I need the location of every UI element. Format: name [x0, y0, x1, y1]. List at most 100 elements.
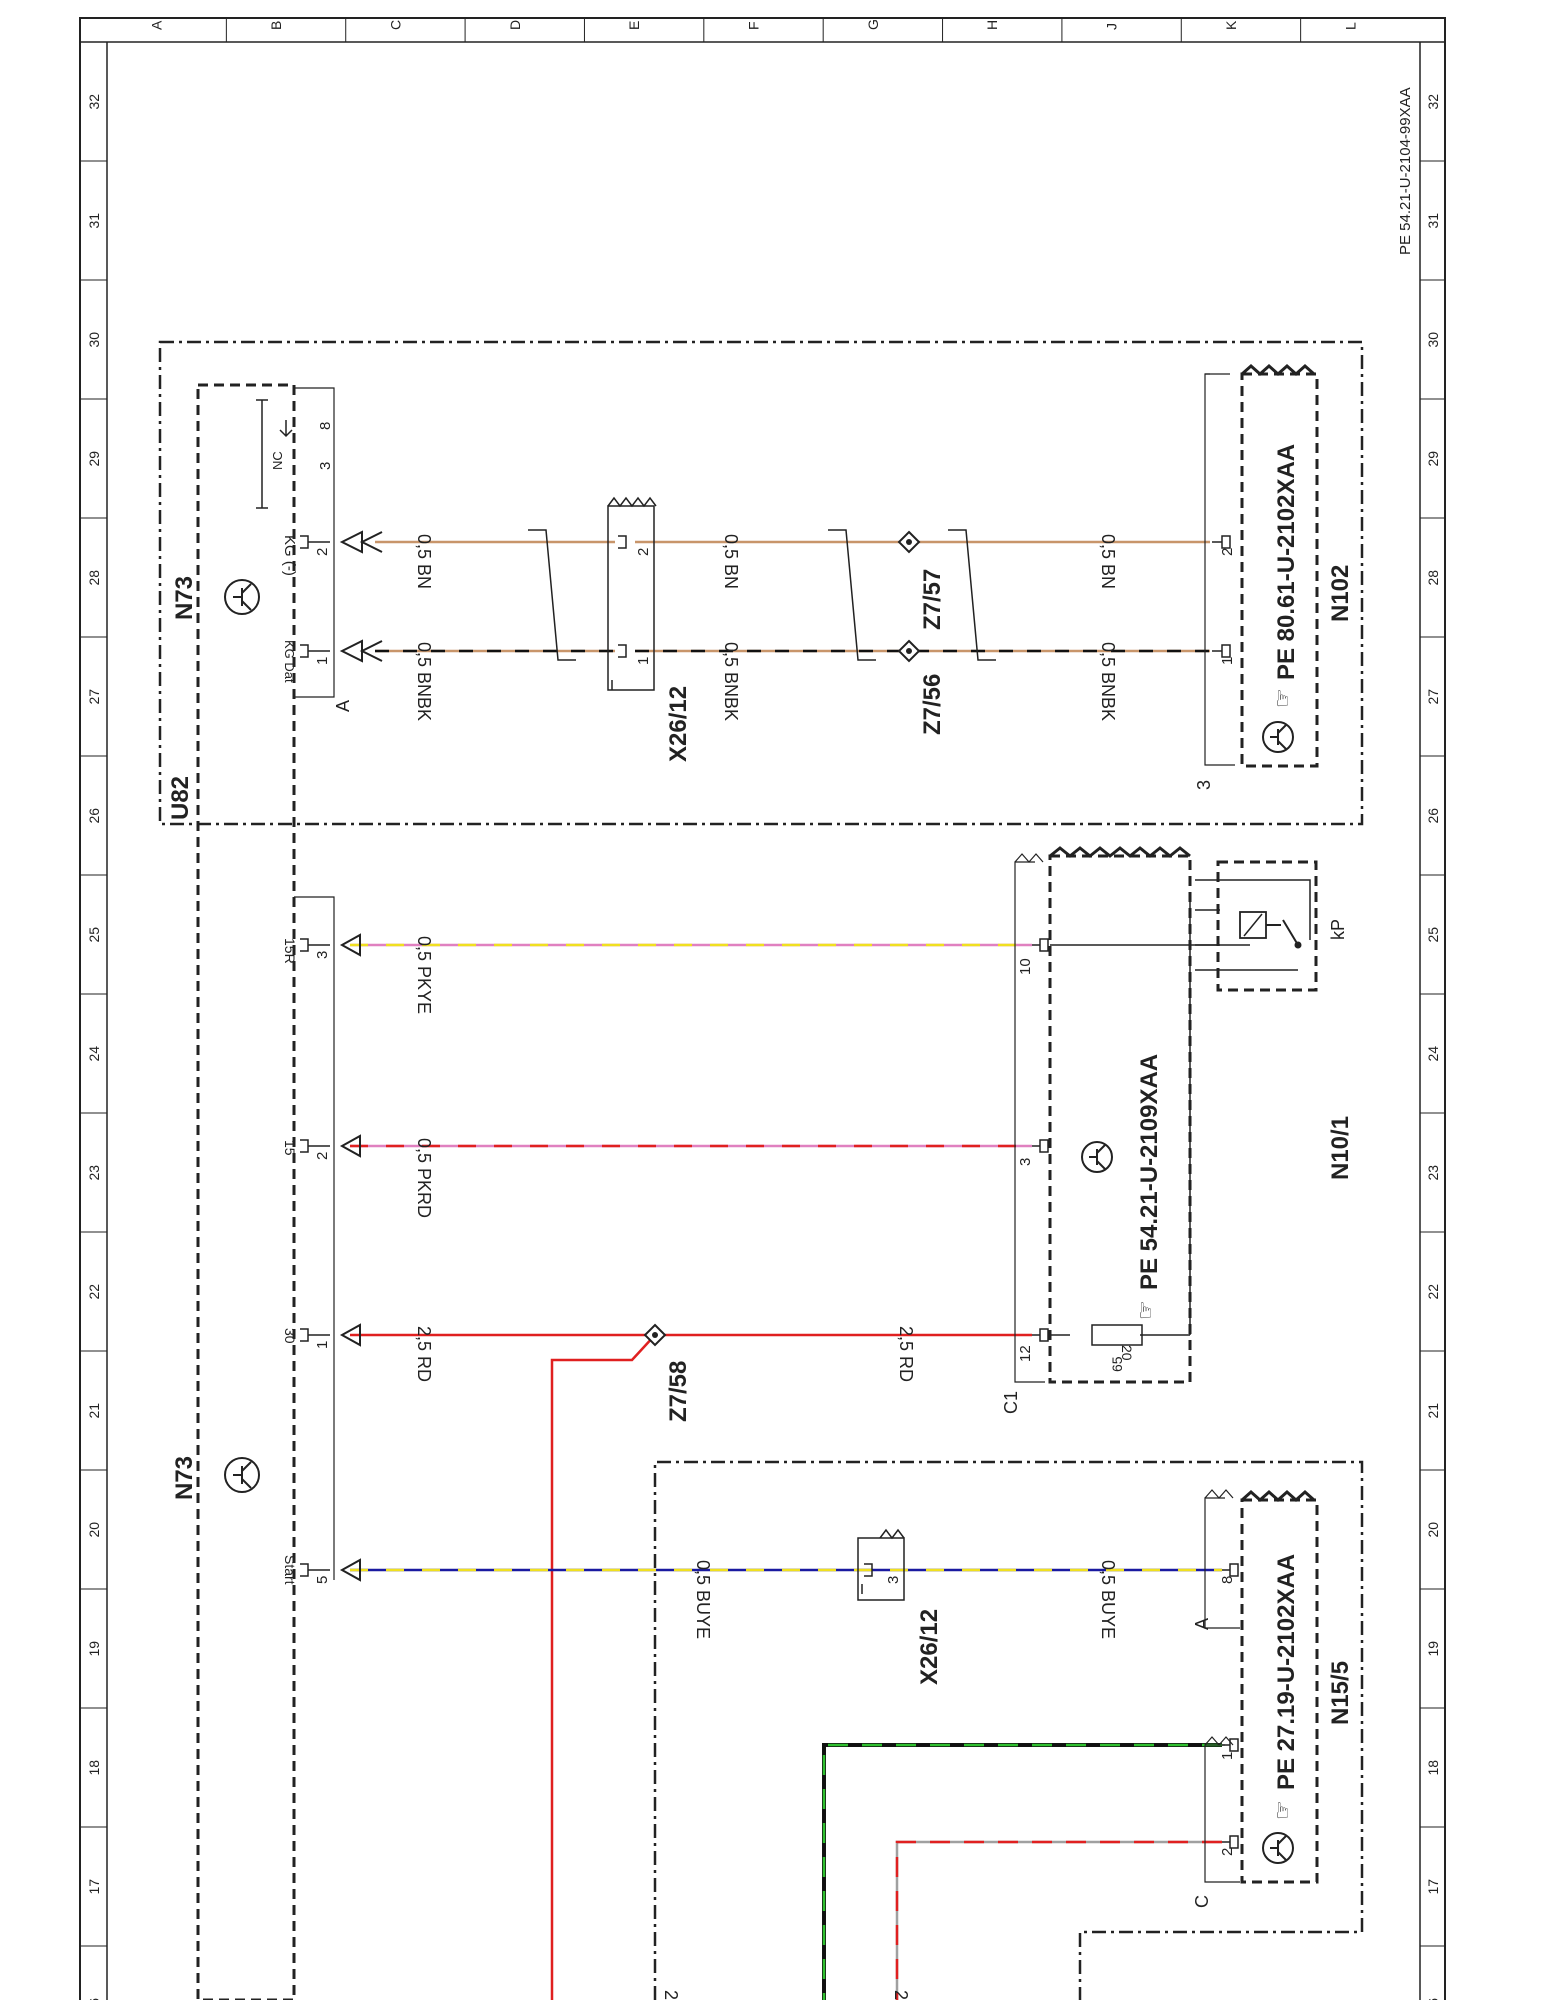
row-number-29: 29 [86, 451, 102, 467]
arrow-start [339, 1558, 361, 1582]
row-number-16: 16 [86, 1998, 102, 2000]
n10-1-connector [1014, 861, 1045, 1383]
row-number-28: 28 [86, 570, 102, 586]
conn-a-n15: A [1192, 1618, 1212, 1630]
conn-a-u82: A [333, 700, 353, 712]
row-number-17: 17 [1425, 1879, 1441, 1895]
hand-pointer-icon-n15-5: ☞ [1270, 1800, 1295, 1820]
arrow-15r [339, 933, 361, 957]
column-letter-j: J [1104, 23, 1120, 30]
row-number-23: 23 [86, 1165, 102, 1181]
x26-12-top-connector [607, 496, 657, 691]
n10-1-wavy [1049, 846, 1191, 858]
label-z7-57: Z7/57 [919, 569, 946, 630]
label-u82: U82 [167, 776, 194, 820]
conn-pin8: 8 [317, 422, 334, 430]
pin-mark-30 [300, 1328, 330, 1342]
signal-30: 30 [282, 1328, 298, 1344]
kp-relay [1195, 860, 1318, 992]
row-number-19: 19 [86, 1641, 102, 1657]
n15-5-pin-8 [1222, 1563, 1239, 1577]
conn-kp: kP [1328, 919, 1348, 940]
shield-break-2 [828, 529, 876, 661]
conn-pin3-n102: 3 [1194, 780, 1214, 790]
arrow-kg-dat [339, 639, 383, 663]
wire-label-buye-2: 0,5 BUYE [1098, 1560, 1118, 1639]
wire-label-bnbk-1: 0,5 BNBK [414, 642, 434, 721]
splice-dot-56 [906, 648, 912, 654]
label-n102: N102 [1327, 565, 1354, 622]
sheet-id: PE 54.21-U-2104-99XAA [1397, 87, 1414, 255]
row-number-21: 21 [1425, 1403, 1441, 1419]
label-z7-56: Z7/56 [919, 674, 946, 735]
sheet-frame [79, 17, 1446, 2000]
wire-label-pkye: 0,5 PKYE [414, 936, 434, 1014]
resistor [1091, 1324, 1143, 1346]
n102-pin-2 [1212, 535, 1231, 549]
pin-n102-b: 1 [1219, 657, 1236, 665]
column-letter-k: K [1223, 20, 1239, 30]
wire-label-buye-1: 0,5 BUYE [693, 1560, 713, 1639]
electronic-symbol-n73-mid [224, 1457, 260, 1493]
pin-x26-3: 3 [885, 1576, 902, 1584]
n15-5-pin-2 [1222, 1835, 1239, 1849]
n10-1-pin-12 [1032, 1328, 1049, 1342]
pin-n10-10: 10 [1017, 958, 1034, 975]
signal-kg-dat: KG Dat [282, 640, 297, 683]
wire-label-rd-left: 2,5 RD [414, 1326, 434, 1382]
signal-kg-minus: KG (-) [281, 535, 298, 576]
conn-nc: NC [270, 451, 285, 470]
row-number-16: 16 [1425, 1998, 1441, 2000]
wire-label-rd-right: 2,5 RD [896, 1326, 916, 1382]
wire-label-bn-3: 0,5 BN [1098, 534, 1118, 589]
pin-n15-1: 1 [1219, 1752, 1236, 1760]
x26-12-bottom-connector [857, 1528, 905, 1601]
pin-n15-2: 2 [1219, 1848, 1236, 1856]
signal-15: 15 [282, 1140, 298, 1156]
resistor-value-20: 20 [1119, 1345, 1135, 1361]
shield-break-1 [528, 529, 576, 661]
column-letter-h: H [984, 20, 1000, 30]
wire-rdgy-a [895, 1840, 1222, 2000]
ref-n15-5: PE 27.19-U-2102XAA [1273, 1554, 1300, 1790]
conn-pin3-nc: 3 [317, 462, 334, 470]
row-number-18: 18 [86, 1760, 102, 1776]
n10-1-conn-wavy [1014, 853, 1044, 863]
row-number-31: 31 [86, 213, 102, 229]
row-number-30: 30 [1425, 332, 1441, 348]
row-numbers-right: 3231302928272625242322212019181716 [1425, 94, 1441, 2000]
splice-dot-58 [652, 1332, 658, 1338]
column-letter-d: D [507, 20, 523, 30]
column-letter-a: A [149, 20, 165, 30]
label-x26-12-top: X26/12 [665, 686, 692, 762]
ref-n10-1: PE 54.21-U-2109XAA [1136, 1054, 1163, 1290]
pin-x26-b: 1 [635, 657, 652, 665]
wire-rd-branch [550, 1334, 656, 2000]
pin-kg-minus: 2 [314, 548, 331, 556]
label-z7-58: Z7/58 [665, 1361, 692, 1422]
n102-pin-1 [1212, 644, 1231, 658]
n102-wavy [1241, 363, 1315, 377]
column-letter-l: L [1342, 22, 1358, 30]
wire-label-bn-1: 0,5 BN [414, 534, 434, 589]
column-letter-b: B [268, 21, 284, 30]
pin-x26-a: 2 [635, 548, 652, 556]
row-number-22: 22 [1425, 1284, 1441, 1300]
ref-n102: PE 80.61-U-2102XAA [1273, 444, 1300, 680]
pin-mark-kg-minus [300, 535, 330, 549]
row-number-26: 26 [1425, 808, 1441, 824]
pin-30: 1 [314, 1341, 331, 1349]
arrow-15 [339, 1134, 361, 1158]
conn-c1: C1 [1001, 1391, 1021, 1414]
electronic-symbol-n73-top [224, 579, 260, 615]
arrow-30 [339, 1323, 361, 1347]
row-number-31: 31 [1425, 213, 1441, 229]
u82-boundary [158, 340, 1364, 826]
row-number-30: 30 [86, 332, 102, 348]
n102-connector [1204, 373, 1235, 766]
row-number-24: 24 [86, 1046, 102, 1062]
signal-start: Start [282, 1555, 298, 1585]
n15-5-connector-c [1204, 1744, 1240, 1883]
column-letter-e: E [626, 21, 642, 30]
